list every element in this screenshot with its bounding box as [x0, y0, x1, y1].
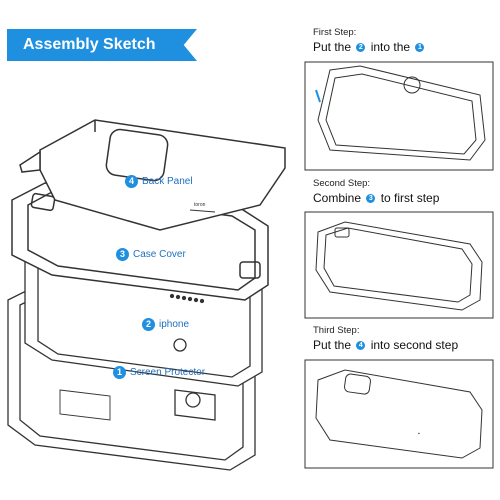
first-step-instruction: Put the 2 into the 1	[313, 40, 426, 54]
layer-label-iphone: 2 iphone	[142, 318, 189, 331]
back-panel-layer	[19, 119, 286, 231]
layer-label-back-panel: 4 Back Panel	[125, 175, 193, 188]
instr-pre: Combine	[313, 191, 362, 205]
case-cover-label: Case Cover	[133, 249, 186, 260]
instr-mid: into second step	[370, 338, 459, 352]
step-number-badge: 3	[366, 194, 376, 204]
iphone-label: iphone	[159, 319, 190, 330]
step3-illustration: ▪	[304, 359, 494, 469]
second-step-instruction: Combine 3 to first step	[313, 191, 439, 205]
third-step-instruction: Put the 4 into second step	[313, 338, 458, 352]
layer-label-case-cover: 3 Case Cover	[116, 248, 186, 261]
third-step-caption: Third Step:	[313, 325, 360, 336]
step-number-badge: 2	[356, 43, 366, 53]
second-step-caption: Second Step:	[313, 178, 371, 189]
instr-mid: into the	[370, 40, 411, 54]
assembly-sketch-title: Assembly Sketch	[7, 29, 197, 61]
step-number-badge: 1	[415, 43, 425, 53]
step1-illustration	[304, 61, 494, 171]
step2-illustration	[304, 211, 494, 319]
instr-pre: Put the	[313, 338, 352, 352]
step-number-badge: 2	[142, 318, 155, 331]
step-number-badge: 4	[125, 175, 138, 188]
step-number-badge: 4	[356, 341, 366, 351]
layer-label-screen-protector: 1 Screen Protector	[113, 366, 205, 379]
back-panel-label: Back Panel	[142, 176, 193, 187]
first-step-caption: First Step:	[313, 27, 357, 38]
instr-mid: to first step	[380, 191, 440, 205]
instr-pre: Put the	[313, 40, 352, 54]
screen-protector-label: Screen Protector	[130, 367, 206, 378]
step-number-badge: 3	[116, 248, 129, 261]
brand-logo-text: toron	[194, 202, 206, 208]
svg-text:▪: ▪	[418, 431, 420, 437]
step-number-badge: 1	[113, 366, 126, 379]
